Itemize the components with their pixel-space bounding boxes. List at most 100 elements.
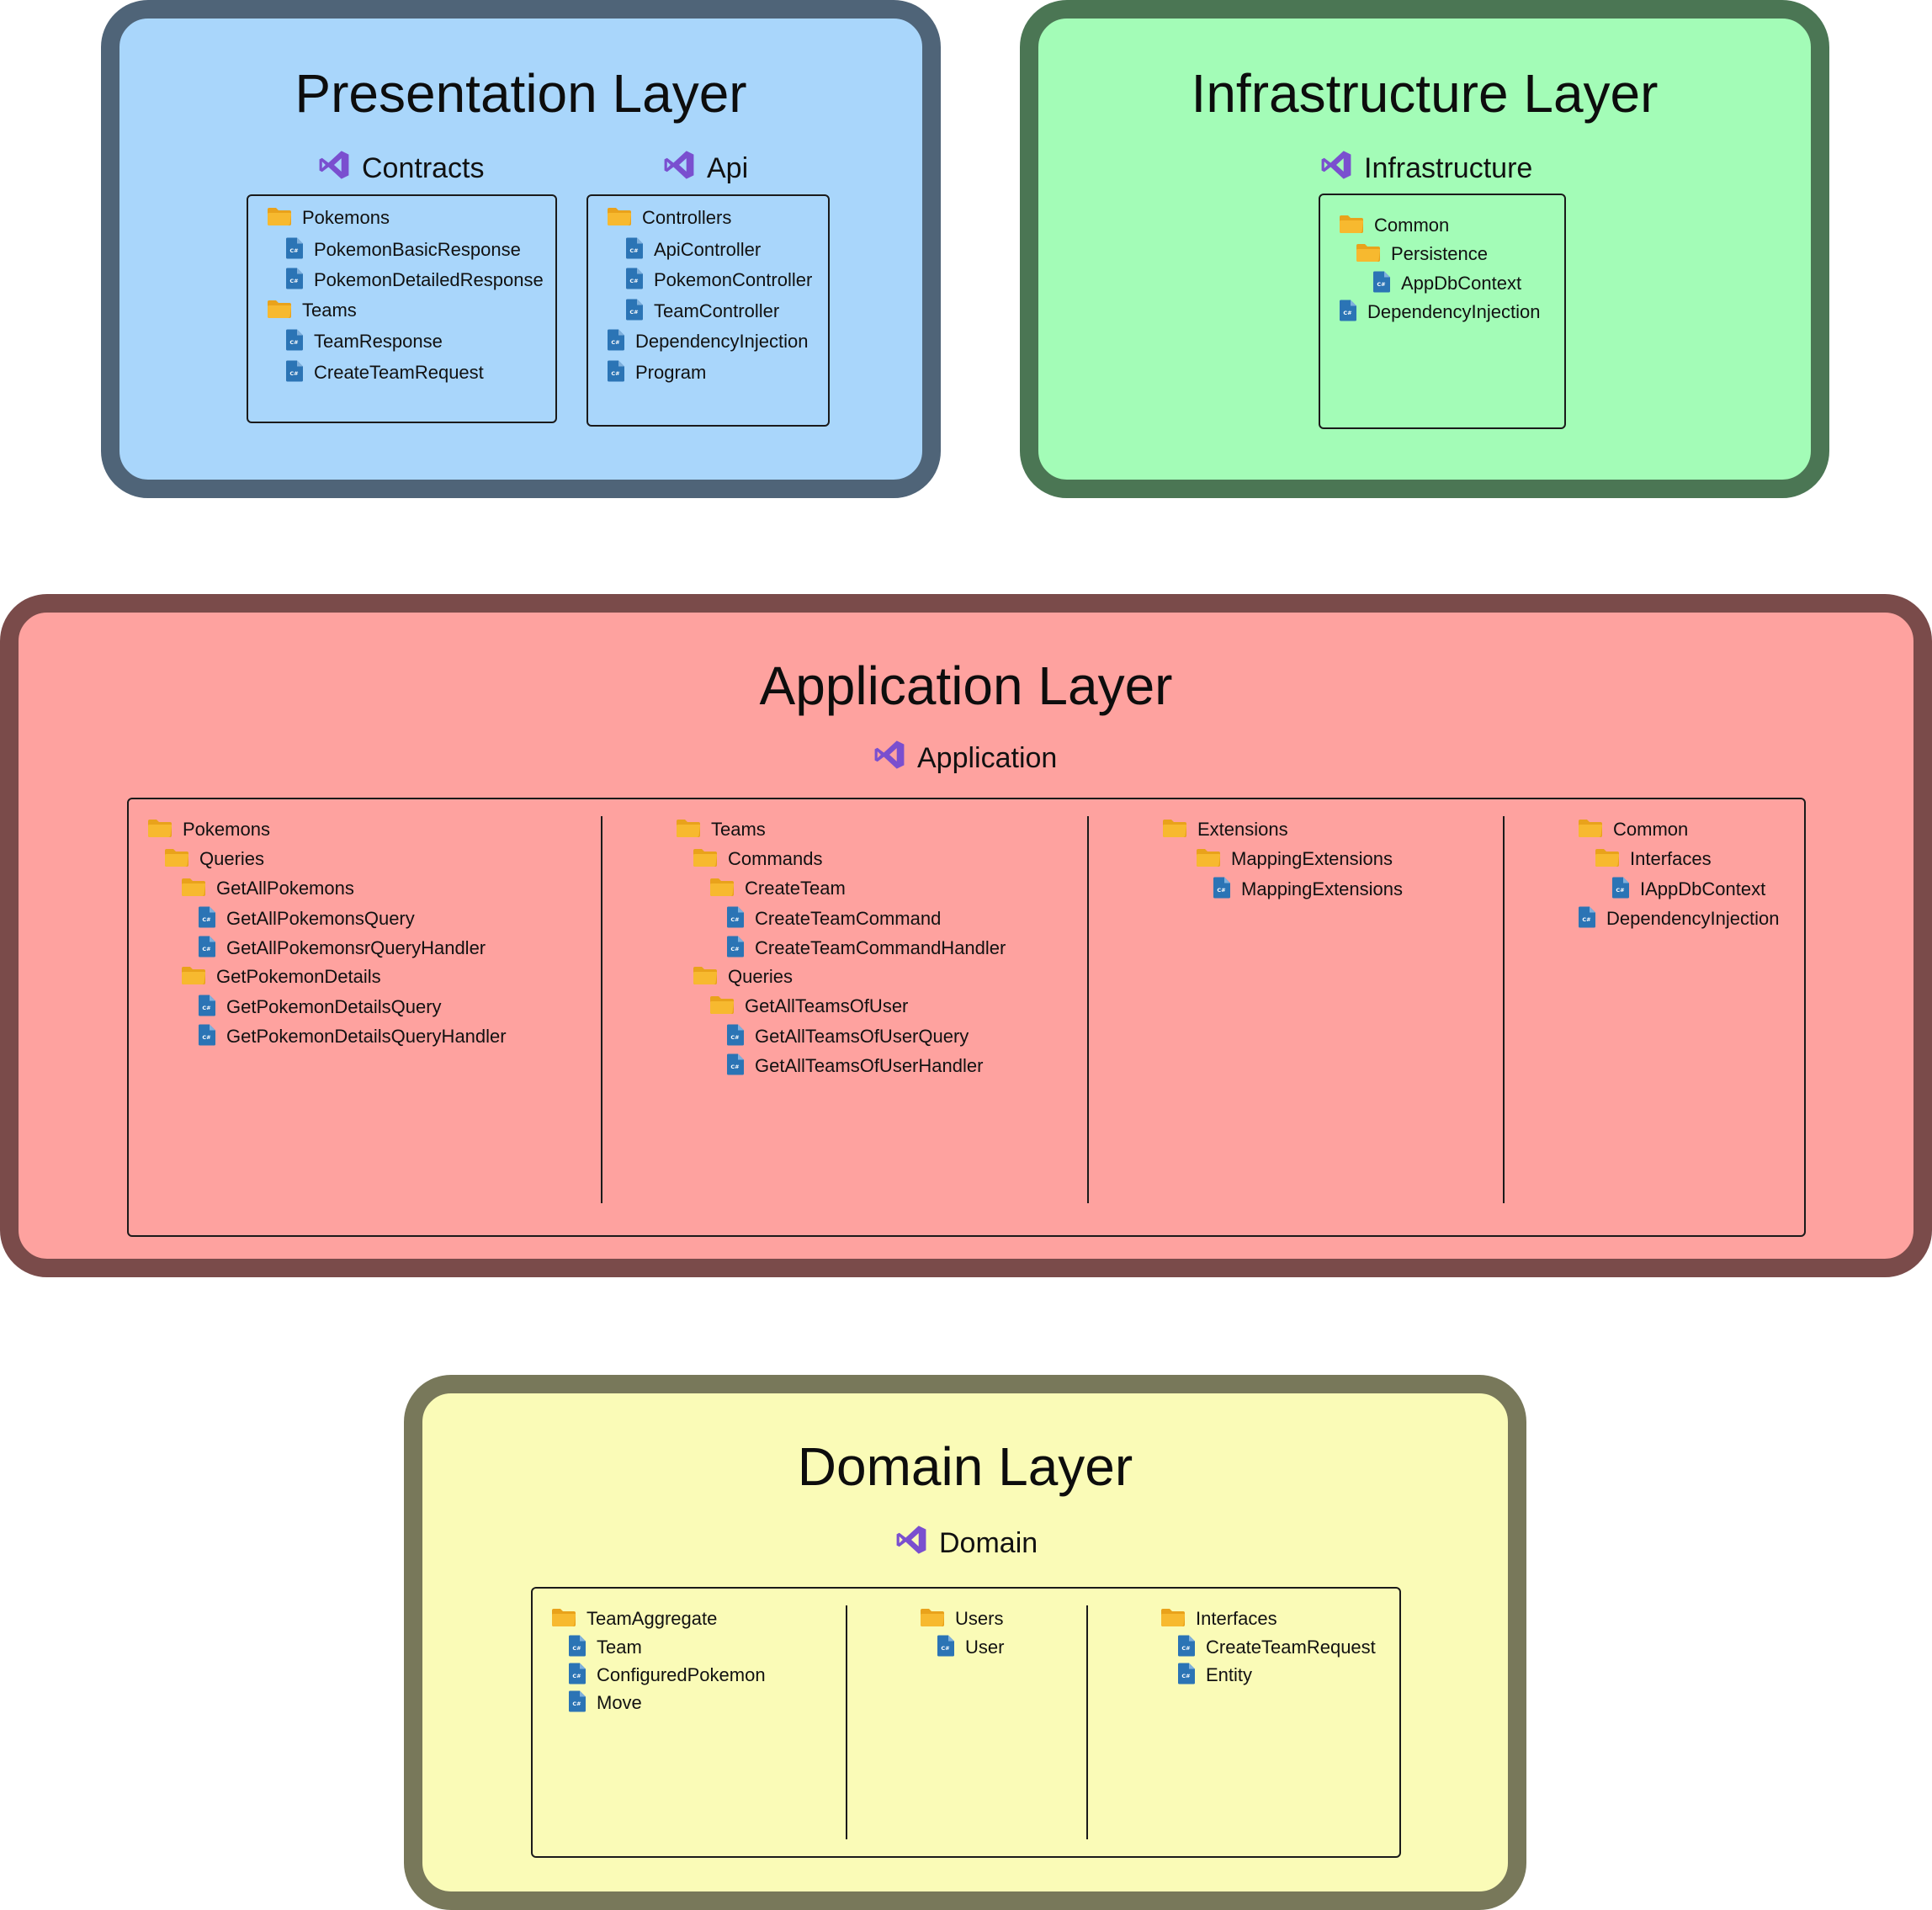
node-label: GetAllPokemonsQuery (226, 908, 415, 929)
node-label: DependencyInjection (1606, 908, 1780, 929)
folder-node: Queries (693, 965, 793, 989)
file-node: C#CreateTeamRequest (1177, 1635, 1376, 1660)
project-api: Api (663, 149, 748, 188)
csharp-file-icon: C# (285, 237, 304, 263)
svg-text:C#: C# (289, 247, 298, 254)
csharp-file-icon: C# (198, 1024, 216, 1049)
node-label: PokemonBasicResponse (314, 238, 521, 260)
project-label: Domain (939, 1527, 1038, 1559)
node-label: Queries (728, 966, 794, 987)
svg-text:C#: C# (289, 370, 298, 377)
folder-icon (1196, 847, 1221, 871)
node-label: Interfaces (1196, 1608, 1277, 1629)
node-label: Team (597, 1637, 642, 1658)
folder-icon (181, 965, 206, 989)
column-divider (846, 1605, 847, 1839)
folder-node: Users (920, 1607, 1003, 1631)
file-node: C#CreateTeamCommand (726, 906, 941, 931)
file-node: C#DependencyInjection (1339, 300, 1540, 325)
csharp-file-icon: C# (625, 268, 644, 293)
column-divider (601, 816, 602, 1203)
folder-icon (147, 818, 172, 841)
visual-studio-icon (663, 149, 695, 188)
node-label: MappingExtensions (1231, 848, 1393, 869)
folder-icon (607, 206, 632, 230)
folder-icon (1162, 818, 1187, 841)
node-label: GetAllTeamsOfUserQuery (755, 1026, 969, 1047)
csharp-file-icon: C# (1213, 877, 1231, 902)
file-node: C#CreateTeamCommandHandler (726, 936, 1006, 961)
node-label: IAppDbContext (1640, 878, 1766, 899)
file-node: C#ApiController (625, 237, 761, 263)
visual-studio-icon (318, 149, 350, 188)
visual-studio-icon (873, 739, 905, 778)
folder-icon (676, 818, 701, 841)
folder-node: TeamAggregate (551, 1607, 717, 1631)
csharp-file-icon: C# (198, 995, 216, 1020)
folder-node: Common (1339, 214, 1449, 237)
node-label: Entity (1206, 1664, 1253, 1685)
svg-text:C#: C# (572, 1700, 581, 1707)
project-label: Infrastructure (1364, 152, 1533, 184)
file-node: C# GetAllTeamsOfUserQuery (726, 1024, 969, 1049)
csharp-file-icon: C# (1578, 906, 1596, 931)
folder-icon (164, 847, 189, 871)
node-label: TeamResponse (314, 331, 443, 352)
csharp-file-icon: C# (726, 1024, 745, 1049)
node-label: Interfaces (1630, 848, 1712, 869)
csharp-file-icon: C# (285, 329, 304, 354)
layer-title: Domain Layer (797, 1436, 1133, 1497)
file-node: C#Entity (1177, 1663, 1252, 1688)
node-label: User (965, 1637, 1005, 1658)
node-label: AppDbContext (1401, 273, 1522, 294)
file-node: C#GetAllTeamsOfUserHandler (726, 1053, 983, 1079)
folder-node: Commands (693, 847, 822, 871)
node-label: Program (635, 361, 707, 383)
folder-icon (1595, 847, 1620, 871)
svg-text:C#: C# (730, 946, 739, 952)
folder-icon (1578, 818, 1603, 841)
folder-node: Common (1578, 818, 1688, 841)
folder-icon (693, 847, 718, 871)
file-node: C#GetPokemonDetailsQueryHandler (198, 1024, 507, 1049)
folder-node: Interfaces (1595, 847, 1712, 871)
file-node: C#PokemonDetailedResponse (285, 268, 544, 293)
folder-icon (920, 1607, 945, 1631)
file-node: C# GetPokemonDetailsQuery (198, 995, 442, 1020)
file-node: C# GetAllPokemonsQuery (198, 906, 415, 931)
file-node: C#MappingExtensions (1213, 877, 1403, 902)
node-label: PokemonDetailedResponse (314, 269, 544, 290)
csharp-file-icon: C# (1372, 271, 1391, 296)
column-divider (1503, 816, 1505, 1203)
node-label: GetPokemonDetailsQuery (226, 996, 442, 1017)
folder-icon (267, 299, 292, 322)
csharp-file-icon: C# (198, 906, 216, 931)
node-label: GetPokemonDetails (216, 966, 381, 987)
folder-icon (709, 877, 735, 900)
project-domain: Domain (895, 1524, 1038, 1563)
project-label: Application (917, 742, 1058, 774)
folder-node: Queries (164, 847, 264, 871)
folder-node: MappingExtensions (1196, 847, 1393, 871)
column-divider (1086, 1605, 1088, 1839)
csharp-file-icon: C# (1339, 300, 1357, 325)
file-node: C#GetAllPokemonsrQueryHandler (198, 936, 486, 961)
csharp-file-icon: C# (568, 1663, 586, 1688)
csharp-file-icon: C# (568, 1635, 586, 1660)
file-node: C# TeamResponse (285, 329, 443, 354)
file-node: C#Move (568, 1690, 642, 1716)
node-label: CreateTeamRequest (1206, 1637, 1376, 1658)
file-node: C#PokemonController (625, 268, 812, 293)
csharp-file-icon: C# (726, 936, 745, 961)
svg-text:C#: C# (629, 247, 638, 254)
column-divider (1087, 816, 1089, 1203)
svg-text:C#: C# (1377, 281, 1385, 288)
folder-icon (693, 965, 718, 989)
folder-icon (1356, 242, 1381, 266)
svg-text:C#: C# (629, 278, 638, 284)
